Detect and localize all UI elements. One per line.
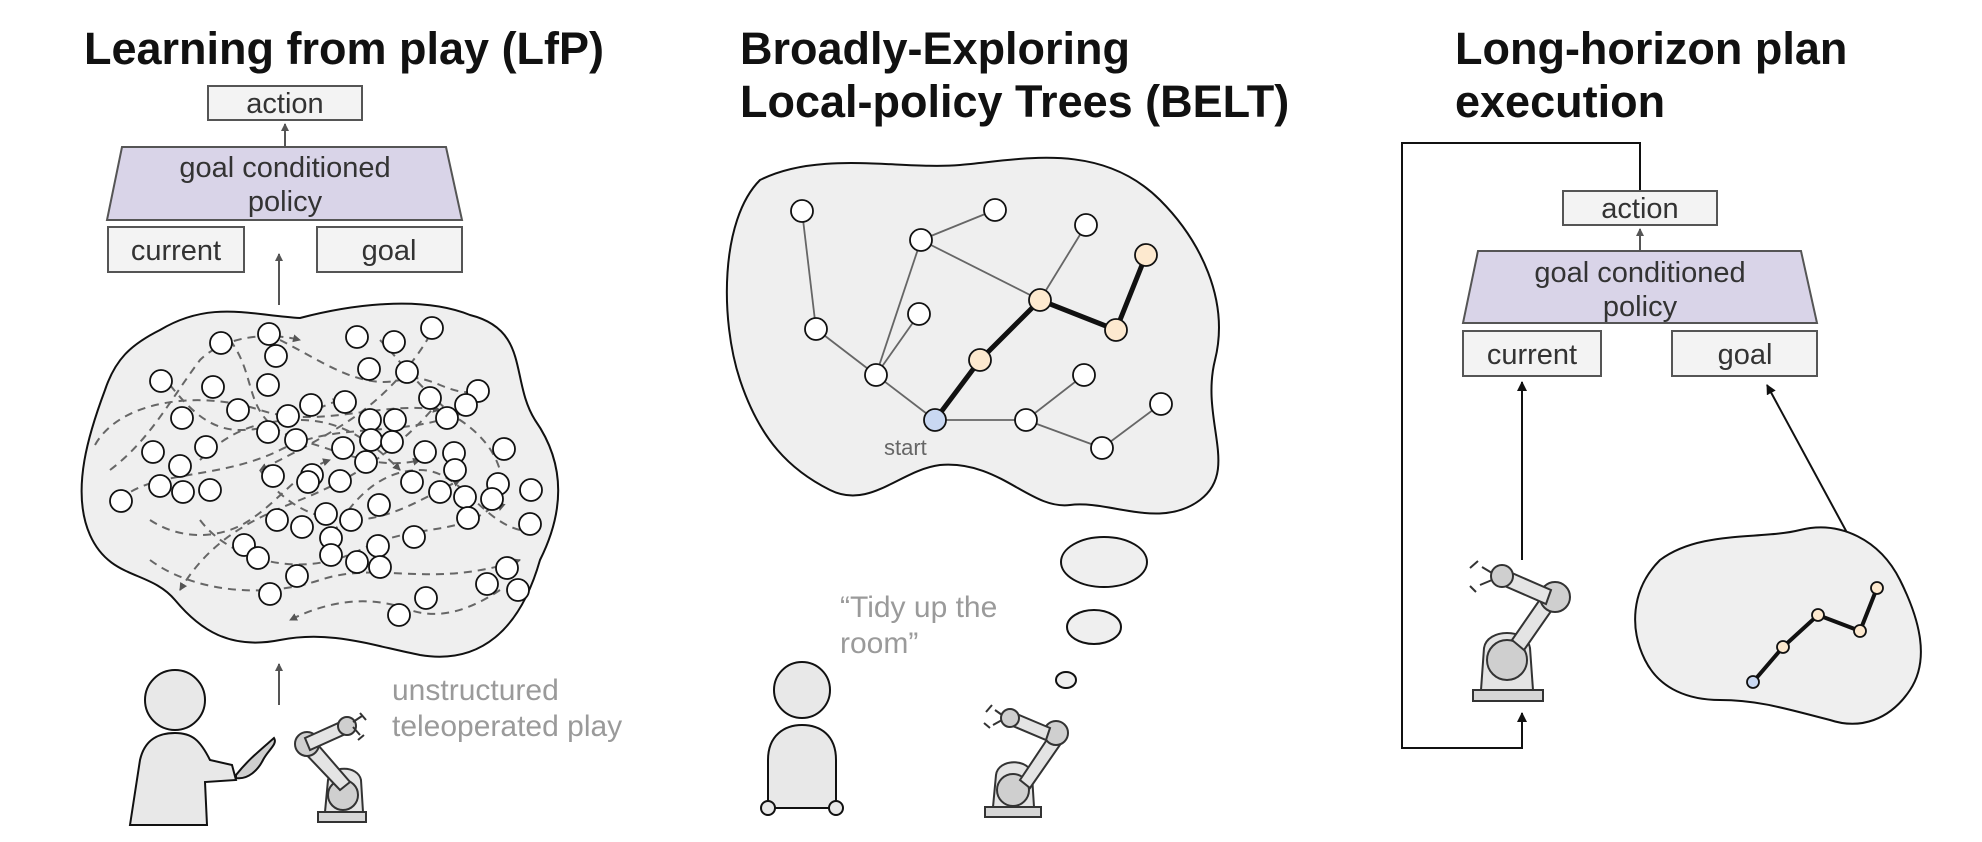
teleoperator-person [128,669,276,826]
speech-line2: room” [840,627,918,660]
panel-belt: Broadly-Exploring Local-policy Trees (BE… [725,23,1289,818]
panel2-title-line1: Broadly-Exploring [740,23,1130,74]
feedback-loop-arrow [1401,142,1641,749]
plan-blob [1634,526,1922,725]
play-caption-line1: unstructured [392,674,559,707]
thought-bubbles [1055,536,1148,689]
start-label: start [884,435,927,460]
robot-arm-icon [1469,560,1571,702]
start-node [923,408,947,432]
goal-box [316,226,463,273]
play-states [109,316,543,627]
policy-label-line2: policy [248,186,323,218]
play-caption-line2: teleoperated play [392,710,622,743]
tree-nodes [790,198,1173,460]
panel1-title: Learning from play (LfP) [84,23,604,74]
action-label-3: action [1601,193,1678,225]
goal-conditioned-policy [105,146,464,221]
goal-label-3: goal [1718,339,1773,371]
current-label: current [131,235,221,267]
robot-arm-icon [983,704,1069,818]
state-space-blob [725,156,1220,515]
action-box [1562,190,1718,226]
action-box [207,85,363,121]
goal-box-3 [1671,330,1818,377]
panel-execution: Long-horizon plan execution action goal … [1401,23,1922,749]
goal-conditioned-policy-3 [1461,250,1819,324]
robot-arm-icon [294,712,367,823]
human-person [760,661,844,816]
panel3-title-line1: Long-horizon plan [1455,23,1847,74]
plan-nodes-3 [1776,581,1884,654]
plan-nodes [968,243,1158,372]
current-box-3 [1462,330,1602,377]
panel3-title-line2: execution [1455,76,1665,127]
action-label: action [246,88,323,120]
goal-label: goal [362,235,417,267]
policy-label-line1: goal conditioned [179,152,390,184]
start-node-3 [1746,675,1760,689]
current-box [107,226,245,273]
speech-line1: “Tidy up the [840,591,997,624]
policy-label-3-line1: goal conditioned [1534,257,1745,289]
tree-edges [801,209,1162,449]
current-label-3: current [1487,339,1577,371]
panel-lfp: Learning from play (LfP) action goal con… [80,23,622,826]
panel2-title-line2: Local-policy Trees (BELT) [740,76,1289,127]
policy-label-3-line2: policy [1603,291,1678,323]
